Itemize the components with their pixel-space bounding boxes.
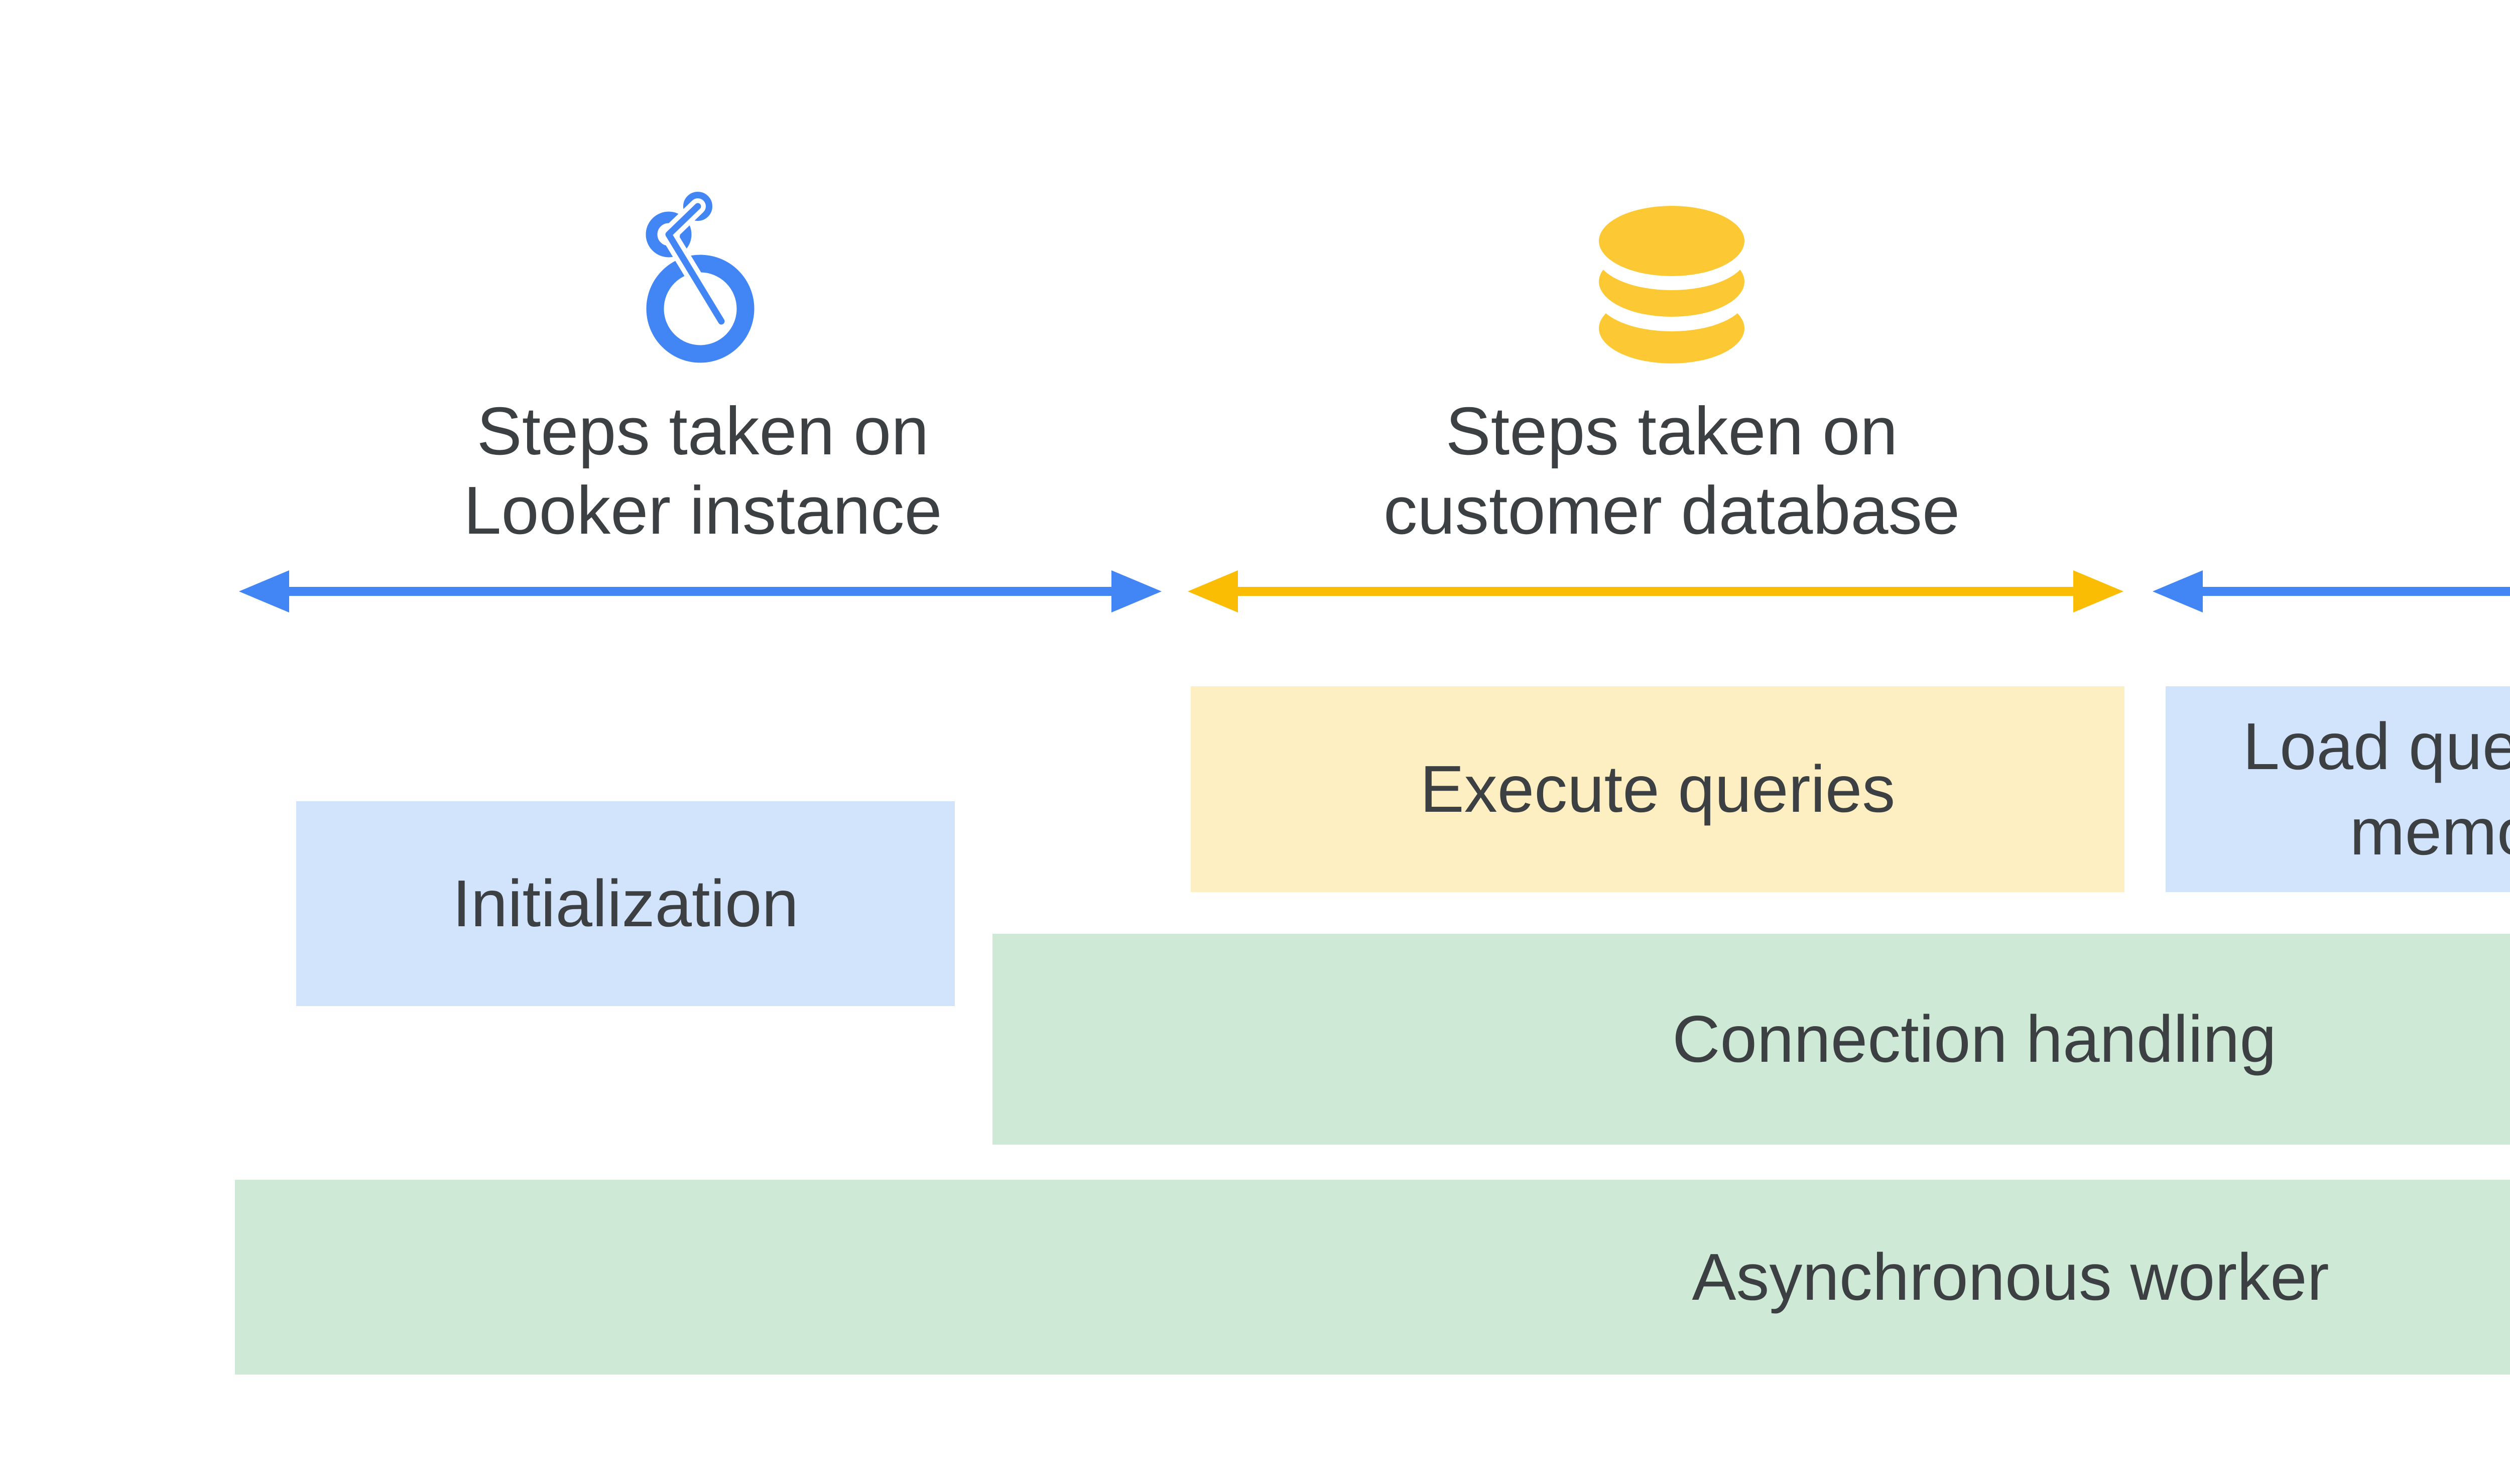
caption-line1: Steps taken on <box>476 393 929 469</box>
looker-logo-icon <box>646 192 755 363</box>
arrow-shaft <box>289 587 1111 596</box>
caption-line1: Steps taken on <box>1445 393 1898 469</box>
step-label: Execute queries <box>1420 752 1896 826</box>
arrow-shaft <box>1238 587 2073 596</box>
layer-box-connection-handling: Connection handling <box>992 934 2510 1145</box>
double-arrow-customer-database <box>1188 570 2123 612</box>
caption-line2: customer database <box>1383 472 1960 548</box>
arrow-shaft <box>2203 587 2510 596</box>
arrowhead-left-icon <box>1188 570 1238 612</box>
database-icon <box>1170 178 2174 364</box>
arrowhead-left-icon <box>2153 570 2203 612</box>
caption-line2: Looker instance <box>463 472 942 548</box>
layer-box-asynchronous-worker: Asynchronous worker <box>235 1180 2510 1375</box>
section-header-customer-database: Steps taken on customer database <box>1170 178 2174 550</box>
double-arrow-looker-left <box>239 570 1162 612</box>
database-icon <box>1599 206 1744 363</box>
looker-logo-icon <box>201 178 1205 364</box>
step-box-load-queries-in-memory: Load queries in memory <box>2166 686 2510 892</box>
double-arrow-looker-right <box>2153 570 2510 612</box>
section-caption: Steps taken on Looker instance <box>201 392 1205 550</box>
section-caption: Steps taken on customer database <box>1170 392 2174 550</box>
arrowhead-right-icon <box>2073 570 2123 612</box>
arrowhead-left-icon <box>239 570 289 612</box>
step-label: Load queries in memory <box>2242 709 2510 869</box>
step-label: Initialization <box>452 867 799 940</box>
layer-label: Asynchronous worker <box>1692 1240 2329 1314</box>
step-box-execute-queries: Execute queries <box>1191 686 2124 892</box>
arrowhead-right-icon <box>1111 570 1162 612</box>
step-box-initialization: Initialization <box>296 801 955 1006</box>
section-header-looker-left: Steps taken on Looker instance <box>201 178 1205 550</box>
layer-label: Connection handling <box>1672 1002 2277 1076</box>
